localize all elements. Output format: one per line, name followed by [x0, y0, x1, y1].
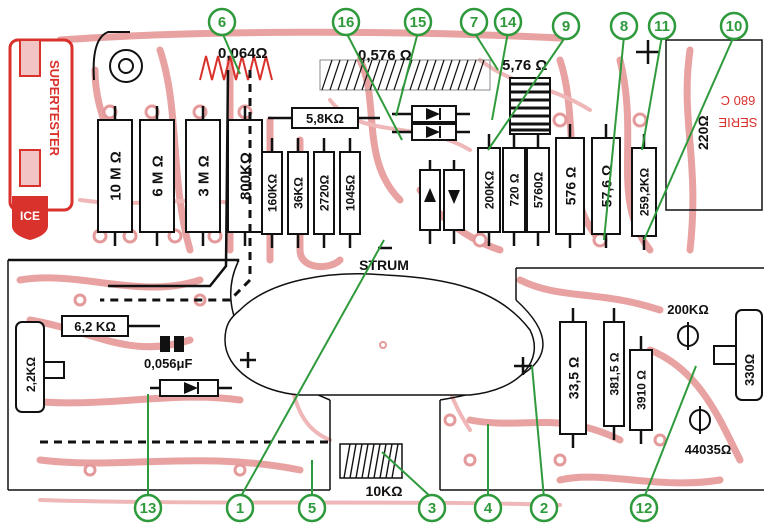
ice-logo: ICE: [12, 196, 48, 240]
resistor-label: 33,5 Ω: [565, 357, 581, 399]
callout-2: 2: [529, 493, 559, 523]
edge-text-2: SERIE: [718, 115, 757, 130]
resistor-label: 381,5 Ω: [608, 352, 622, 395]
label-2-2k: 2,2KΩ: [24, 357, 38, 392]
callout-number: 10: [726, 18, 743, 35]
diodes-top: [392, 105, 470, 141]
resistor-800K: 800KΩ: [227, 106, 263, 246]
label-pot: 10KΩ: [366, 483, 403, 499]
callout-9: 9: [551, 11, 581, 41]
label-trim-200: 200KΩ: [667, 302, 709, 317]
resistor-label: 160KΩ: [266, 173, 280, 212]
diodes-vertical: [419, 160, 465, 244]
resistor-1045: 1045Ω: [339, 138, 361, 248]
callout-number: 16: [338, 14, 355, 31]
callout-number: 5: [308, 500, 316, 517]
resistor-3910: 3910 Ω: [629, 336, 653, 444]
resistor-label: 3 M Ω: [196, 155, 213, 196]
callout-number: 14: [500, 14, 517, 31]
resistor-label: 720 Ω: [508, 173, 522, 206]
resistor-label: 3910 Ω: [635, 370, 649, 410]
callout-number: 11: [654, 18, 670, 35]
callout-3: 3: [417, 493, 447, 523]
resistor-2720: 2720Ω: [313, 138, 335, 248]
board-outline: [7, 258, 764, 491]
resistor-33-5: 33,5 Ω: [559, 308, 587, 448]
resistor-259-2K: 259,2KΩ: [631, 134, 657, 250]
resistor-label: 6 M Ω: [150, 155, 167, 196]
resistor-200K: 200KΩ: [477, 134, 501, 246]
edge-text-1: 680 C: [721, 93, 756, 108]
callout-number: 7: [470, 14, 478, 31]
label-shunt-res: 0,576 Ω: [358, 47, 412, 64]
callout-14: 14: [493, 7, 523, 37]
resistor-5760: 5760Ω: [526, 134, 550, 246]
resistor-36K: 36KΩ: [287, 138, 309, 248]
callout-number: 3: [428, 500, 436, 517]
resistor-576: 576 Ω: [555, 124, 585, 248]
resistor-160K: 160KΩ: [261, 138, 283, 248]
callout-number: 13: [140, 500, 157, 517]
resistor-720: 720 Ω: [502, 134, 526, 246]
right-components: 200KΩ 44035Ω 330Ω: [514, 302, 763, 457]
resistor-label: 259,2KΩ: [638, 167, 652, 216]
resistor-label: 1045Ω: [344, 174, 358, 211]
callout-5: 5: [297, 493, 327, 523]
callout-12: 12: [629, 493, 659, 523]
callout-lines: [147, 31, 735, 499]
label-5-8k: 5,8KΩ: [306, 111, 344, 126]
callout-number: 6: [218, 14, 226, 31]
label-coil-res: 5,76 Ω: [502, 57, 547, 74]
callout-number: 12: [636, 500, 653, 517]
label-cap: 0,056μF: [144, 356, 192, 371]
left-components: 6,2 KΩ 2,2KΩ 0,056μF: [15, 69, 330, 444]
callout-number: 15: [410, 14, 427, 31]
callout-number: 4: [484, 500, 493, 517]
fuse-holder: SUPERTESTER: [8, 38, 74, 212]
label-6-2k: 6,2 KΩ: [74, 319, 116, 334]
resistor-label: 2720Ω: [318, 174, 332, 211]
callout-10: 10: [719, 11, 749, 41]
resistor-label: 36KΩ: [292, 177, 306, 209]
label-top-left-res: 0,064Ω: [218, 45, 268, 62]
resistor-label: 800KΩ: [238, 152, 255, 200]
callout-11: 11: [647, 11, 677, 41]
resistor-3M: 3 M Ω: [185, 106, 221, 246]
resistor-label: 5760Ω: [532, 171, 546, 208]
callout-6: 6: [207, 7, 237, 37]
callout-number: 9: [562, 18, 570, 35]
pot-10k: 10KΩ: [339, 443, 403, 499]
callout-number: 8: [620, 18, 628, 35]
ice-logo-text: ICE: [20, 209, 40, 223]
label-220: 220Ω: [695, 115, 711, 150]
callout-15: 15: [403, 7, 433, 37]
resistor-381-5: 381,5 Ω: [603, 308, 625, 440]
left-vertical-text: SUPERTESTER: [47, 60, 62, 157]
callout-4: 4: [473, 493, 503, 523]
resistor-5-8k: 5,8KΩ: [268, 107, 380, 129]
callout-8: 8: [609, 11, 639, 41]
top-hardware: 680 C SERIE 220Ω: [92, 31, 763, 211]
resistor-57-6: 57,6 Ω: [591, 124, 621, 248]
callout-number: 1: [236, 500, 244, 517]
resistor-label: 200KΩ: [483, 170, 497, 209]
callout-16: 16: [331, 7, 361, 37]
resistor-label: 576 Ω: [562, 167, 578, 205]
label-330: 330Ω: [742, 354, 757, 386]
resistor-6M: 6 M Ω: [139, 106, 175, 246]
callout-13: 13: [133, 493, 163, 523]
callout-1: 1: [225, 493, 255, 523]
label-44035: 44035Ω: [685, 442, 732, 457]
callout-number: 2: [540, 500, 548, 517]
resistor-label: 57,6 Ω: [598, 165, 614, 207]
resistor-label: 10 M Ω: [108, 151, 125, 201]
resistor-10M: 10 M Ω: [97, 106, 133, 246]
callout-7: 7: [459, 7, 489, 37]
